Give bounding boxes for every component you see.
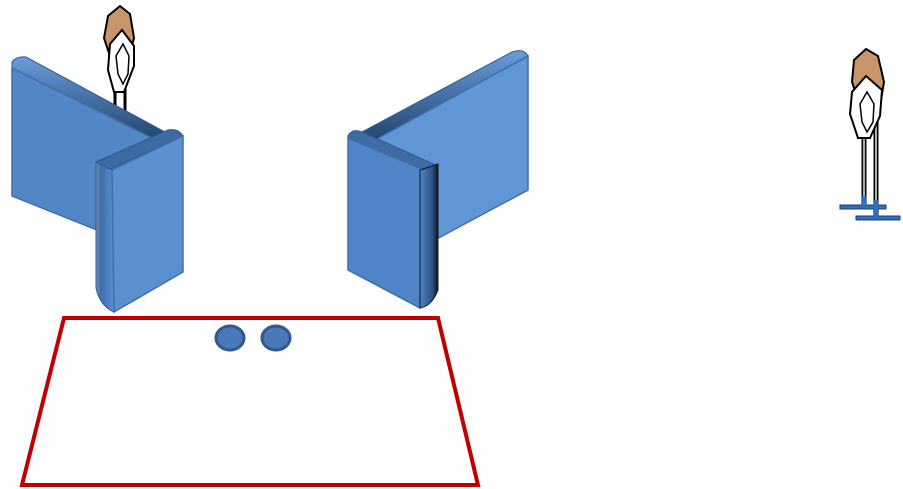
floor-marker-icon: [260, 324, 292, 352]
shooting-zone-outline: [19, 316, 481, 487]
paper-target-icon: [102, 4, 136, 93]
barrier-left: [11, 56, 184, 314]
target-right: [839, 47, 901, 221]
paper-target-icon: [848, 47, 886, 139]
barrier-right: [347, 50, 529, 310]
floor-marker-icon: [214, 324, 246, 352]
target-left: [102, 4, 136, 140]
floor-markers: [214, 324, 292, 352]
